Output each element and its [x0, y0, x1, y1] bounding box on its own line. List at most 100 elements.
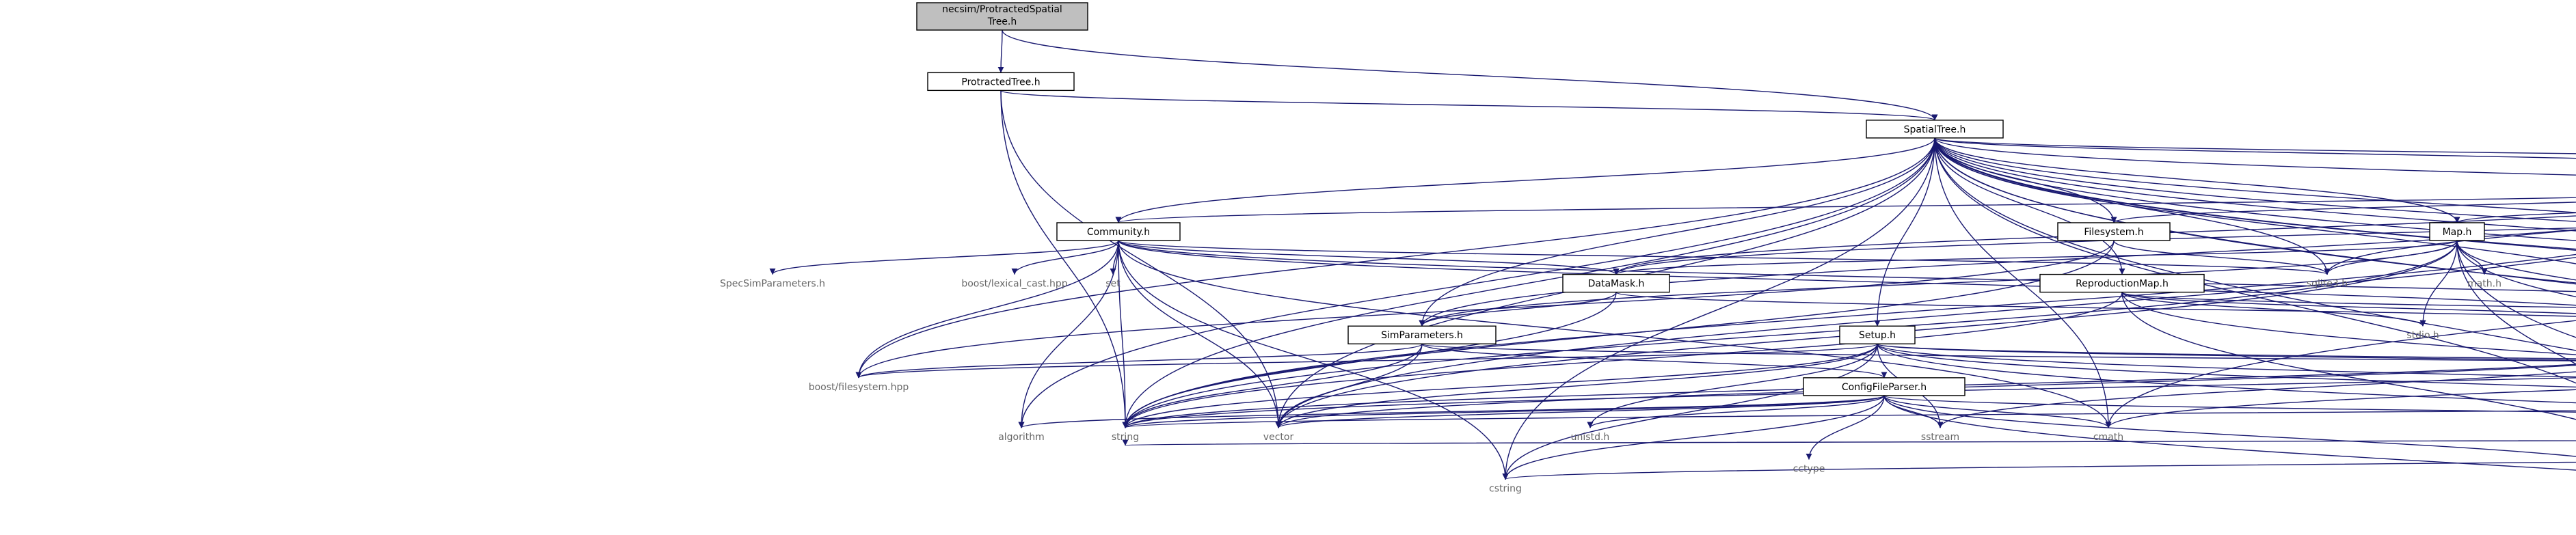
node-vector: vector [1263, 432, 1294, 443]
edge-logging-to-string [1123, 410, 2576, 428]
node-label-setup: Setup.h [1859, 330, 1896, 341]
node-label-community: Community.h [1087, 227, 1150, 238]
edge-community-to-cmath [1118, 240, 2112, 428]
edge-community-to-dataMask [1118, 240, 1620, 275]
edge-reproductionMap-to-stdioH [2121, 291, 2426, 327]
node-sstream: sstream [1921, 432, 1959, 443]
edge-spatialTree-to-tree [1934, 137, 2576, 159]
node-reproductionMap[interactable]: ReproductionMap.h [2039, 273, 2205, 293]
edge-setup-to-iostream [1877, 344, 2576, 388]
edge-configFileParser-to-cctype [1806, 395, 1885, 460]
edge-spatialTree-to-setup [1874, 137, 1935, 327]
edge-setup-to-logging [1877, 343, 2576, 359]
edge-spatialTree-to-simParameters [1419, 137, 1935, 327]
node-protractedTree[interactable]: ProtractedTree.h [927, 72, 1075, 92]
edge-map-to-stdexcept [2456, 240, 2576, 338]
edge-setup-to-unistd [1587, 344, 1878, 428]
edge-community-to-algorithm [1018, 240, 1119, 428]
edge-spatialTree-to-fstream [1934, 137, 2576, 384]
edge-setup-to-string [1122, 344, 1878, 428]
edge-dataMask-to-matrix [1615, 291, 2576, 317]
edge-map-to-simParameters [1419, 240, 2458, 327]
node-cmath: cmath [2093, 432, 2123, 443]
edge-setup-to-cstdio [1877, 343, 2576, 378]
node-label-protractedTree: ProtractedTree.h [961, 77, 1040, 87]
node-label-unistd: unistd.h [1571, 432, 1610, 443]
node-setup[interactable]: Setup.h [1839, 325, 1916, 344]
edge-spatialTree-to-iostream [1934, 137, 2576, 285]
edge-spatialTree-to-reproductionMap [1934, 137, 2125, 275]
node-label-string: string [1112, 432, 1139, 443]
node-label-map: Map.h [2443, 227, 2472, 238]
edge-configFileParser-to-string [1122, 395, 1885, 428]
node-spatialTree[interactable]: SpatialTree.h [1866, 120, 2004, 139]
node-filesystem[interactable]: Filesystem.h [2057, 222, 2171, 241]
edge-dataMask-to-string [1122, 292, 1617, 428]
node-label-reproductionMap: ReproductionMap.h [2076, 279, 2169, 290]
node-label-boostLexicalCast: boost/lexical_cast.hpp [961, 279, 1067, 290]
node-specSimParameters: SpecSimParameters.h [720, 279, 825, 290]
node-unistd: unistd.h [1571, 432, 1610, 443]
edge-map-to-string [1122, 240, 2458, 428]
node-label-cmath: cmath [2093, 432, 2123, 443]
edges [769, 29, 2576, 480]
edge-reproductionMap-to-fstream [2121, 292, 2576, 420]
edge-matrix-to-vector [1275, 364, 2576, 428]
edge-map-to-matrix [2456, 240, 2576, 281]
edge-reproductionMap-to-iostream [2121, 292, 2576, 355]
node-configFileParser[interactable]: ConfigFileParser.h [1803, 377, 1965, 396]
edge-filesystem-to-sqlite3 [2113, 240, 2331, 275]
edge-map-to-iostream [2456, 240, 2576, 297]
nodes: necsim/ProtractedSpatialTree.hProtracted… [720, 2, 2501, 495]
edge-tree-to-community [1116, 197, 2576, 223]
edge-spatialTree-to-map [1934, 137, 2460, 223]
edge-nrrand-to-cmath [2105, 389, 2576, 428]
node-label-cctype: cctype [1793, 463, 1825, 474]
edge-map-to-dataMask [1613, 240, 2458, 275]
edge-configFileParser-to-unistd [1587, 395, 1885, 428]
node-label-boostFilesystem: boost/filesystem.hpp [809, 382, 909, 393]
edge-reproductionMap-to-matrix [2121, 291, 2576, 314]
node-boostLexicalCast: boost/lexical_cast.hpp [961, 279, 1067, 290]
node-cstring: cstring [1489, 484, 1522, 495]
edge-nrrand-to-string [1122, 377, 2576, 428]
node-dataMask[interactable]: DataMask.h [1562, 273, 1670, 293]
edge-spatialTree-to-community [1115, 137, 1935, 223]
edge-spatialTree-to-cstdio [1934, 137, 2576, 250]
edge-spatialTree-to-matrix [1934, 137, 2576, 264]
node-stdioH: stdio.h [2406, 330, 2439, 341]
edge-setup-to-iomanip [1877, 343, 2576, 361]
node-label-vector: vector [1263, 432, 1294, 443]
edge-setup-to-vector [1275, 344, 1878, 428]
node-mathH: math.h [2467, 279, 2501, 290]
edge-logFile-to-string [1125, 439, 2576, 446]
node-algorithm: algorithm [998, 432, 1045, 443]
node-community[interactable]: Community.h [1056, 222, 1181, 241]
node-simParameters[interactable]: SimParameters.h [1347, 325, 1497, 344]
node-label-dataMask: DataMask.h [1588, 279, 1645, 290]
edge-matrix-to-sstream [1937, 371, 2576, 428]
edge-root-to-spatialTree [1002, 29, 1938, 121]
edge-spatialTree-to-speciesList [1934, 137, 2576, 213]
node-label-specSimParameters: SpecSimParameters.h [720, 279, 825, 290]
edge-configFileParser-to-vector [1275, 395, 1885, 428]
node-boostFilesystem: boost/filesystem.hpp [809, 382, 909, 393]
node-label-configFileParser: ConfigFileParser.h [1842, 382, 1927, 393]
edge-setup-to-ctime [1877, 344, 2576, 404]
edge-dispersalCoordinator-to-map [2454, 212, 2576, 223]
edge-spatialTree-to-cstring [1502, 137, 1935, 480]
node-label-stdioH: stdio.h [2406, 330, 2439, 341]
edge-community-to-boostFilesystem [855, 240, 1119, 379]
node-map[interactable]: Map.h [2429, 222, 2485, 241]
edge-community-to-boostLexicalCast [1011, 240, 1119, 275]
edge-simParameters-to-boostFilesystem [855, 343, 1423, 379]
node-label-mathH: math.h [2467, 279, 2501, 290]
node-label-set: set [1105, 279, 1121, 290]
node-cctype: cctype [1793, 463, 1825, 474]
edge-simParameters-to-vector [1275, 344, 1423, 428]
root-label-line2: Tree.h [987, 16, 1017, 27]
edge-configFileParser-to-algorithm [1018, 395, 1885, 428]
edge-spatialTree-to-algorithm [1018, 137, 1935, 428]
